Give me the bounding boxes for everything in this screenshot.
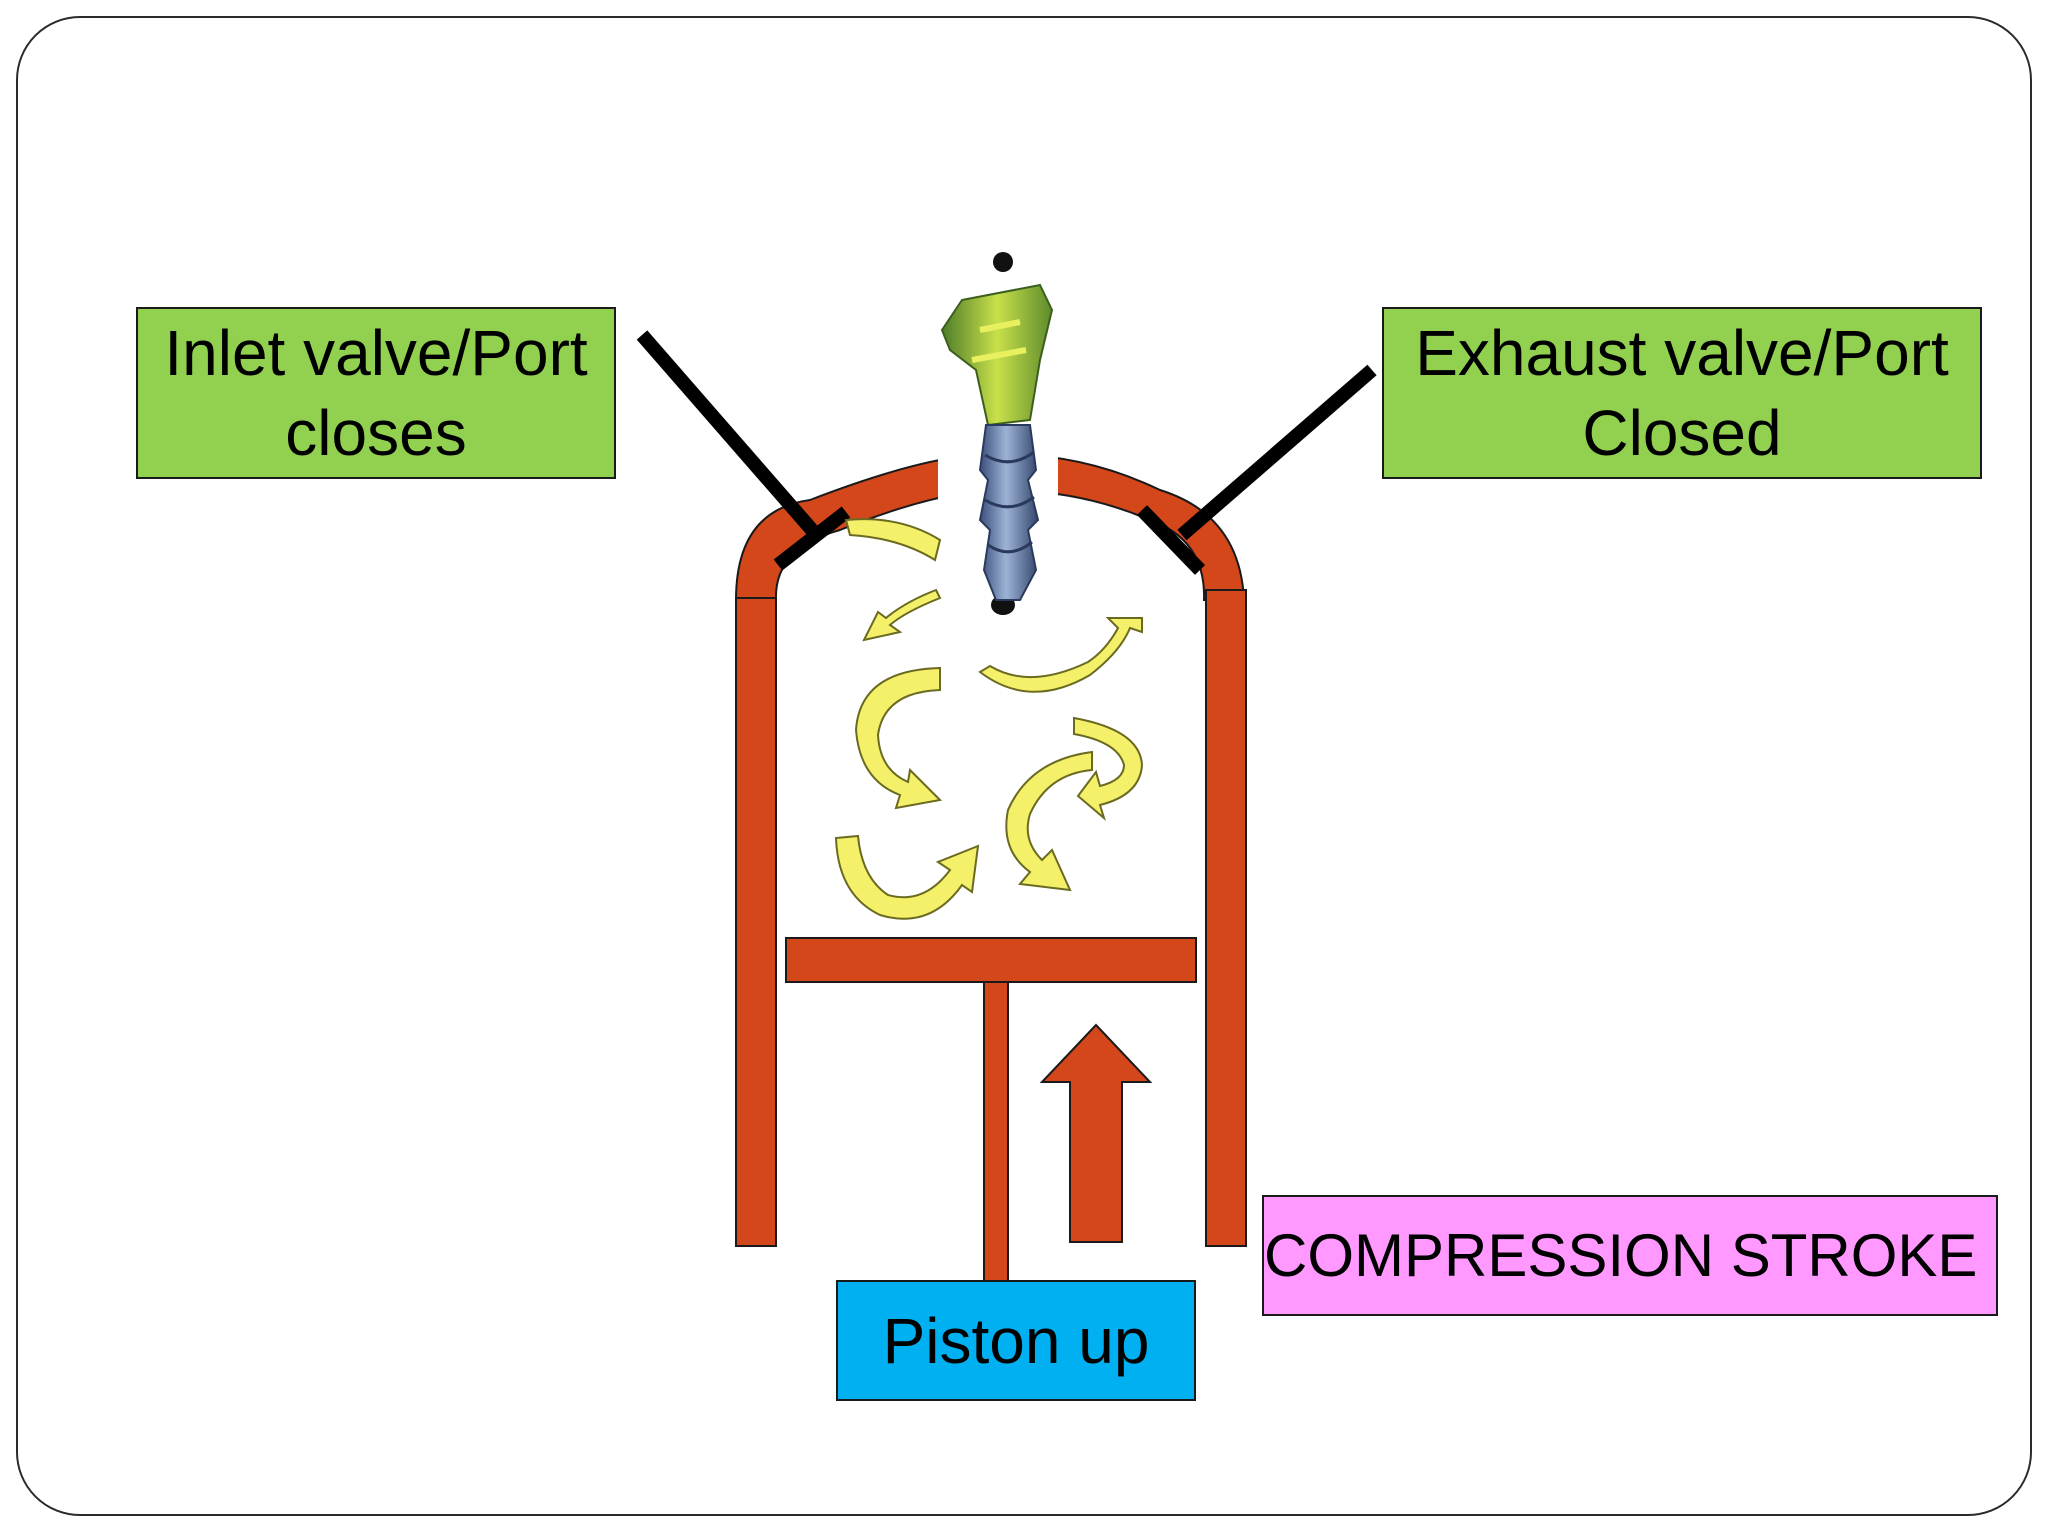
exhaust-valve [1136, 364, 1377, 575]
piston-rod [983, 981, 1009, 1283]
inlet-valve [636, 330, 851, 571]
inlet-valve-label-line2: closes [285, 397, 467, 469]
swirl-arrow-3 [978, 617, 1143, 693]
swirl-arrow-5 [1005, 750, 1093, 892]
fuel-injector-icon [938, 252, 1058, 615]
swirl-arrows [834, 518, 1144, 920]
cylinder-right-wall [1205, 589, 1247, 1247]
swirl-arrow-1 [844, 518, 942, 562]
piston-up-arrow [1039, 1023, 1153, 1243]
stroke-label: COMPRESSION STROKE [1262, 1195, 1998, 1316]
exhaust-valve-label: Exhaust valve/Port Closed [1382, 307, 1982, 479]
swirl-arrow-2 [862, 588, 942, 642]
cylinder-dome [734, 453, 1246, 601]
swirl-arrow-7 [834, 834, 980, 920]
swirl-arrow-6 [1073, 716, 1144, 821]
piston-head [785, 937, 1197, 983]
piston-label: Piston up [836, 1280, 1196, 1401]
exhaust-valve-label-line2: Closed [1582, 397, 1782, 469]
exhaust-valve-label-line1: Exhaust valve/Port [1415, 317, 1949, 389]
cylinder-left-wall [735, 597, 777, 1247]
inlet-valve-label-line1: Inlet valve/Port [164, 317, 588, 389]
inlet-valve-label: Inlet valve/Port closes [136, 307, 616, 479]
swirl-arrow-4 [854, 666, 943, 810]
